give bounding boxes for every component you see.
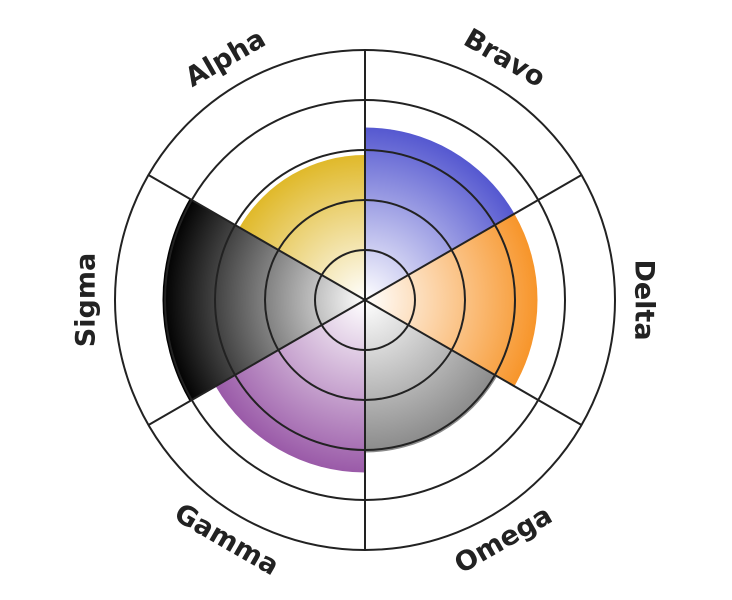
category-label: Bravo: [459, 23, 551, 94]
grid-spoke: [147, 174, 366, 301]
wedge-sigma: [162, 198, 365, 402]
grid-spoke: [364, 299, 583, 426]
wedge-delta: [365, 213, 538, 387]
wedge-gamma: [215, 300, 365, 473]
category-label: Omega: [449, 500, 557, 580]
category-label: Alpha: [180, 23, 271, 93]
category-label: Gamma: [169, 498, 284, 582]
grid-spoke: [147, 299, 366, 426]
wedge-bravo: [365, 127, 515, 300]
grid-spoke: [364, 174, 583, 301]
category-label: Delta: [629, 259, 660, 340]
wedge-alpha: [239, 155, 365, 300]
category-label: Sigma: [71, 253, 102, 347]
